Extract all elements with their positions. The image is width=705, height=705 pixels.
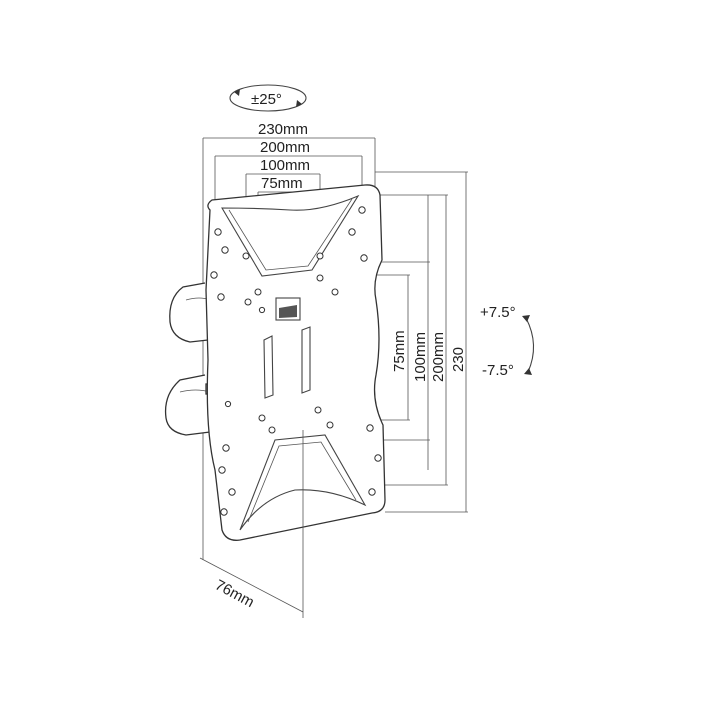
mounting-hole <box>348 228 356 236</box>
plate-slot-right <box>301 326 311 394</box>
mounting-hole <box>217 293 225 301</box>
dim-label-76mm: 76mm <box>212 577 257 612</box>
dim-label-230-vertical: 230 <box>450 347 467 372</box>
tilt-indicator: +7.5° -7.5° <box>480 304 535 379</box>
swivel-label: ±25° <box>251 91 282 108</box>
vertical-dimensions: 75mm 100mm 200mm 230 <box>332 171 468 513</box>
mounting-hole <box>331 288 339 296</box>
mounting-hole <box>220 508 228 516</box>
swivel-arrow-right-icon <box>296 100 302 107</box>
mounting-hole <box>210 271 218 279</box>
mounting-hole <box>228 488 236 496</box>
dim-label-100mm-vertical: 100mm <box>412 332 429 382</box>
tilt-arrow-up-icon <box>522 315 530 322</box>
mounting-hole <box>218 466 226 474</box>
mounting-holes <box>210 206 382 516</box>
mounting-hole <box>222 444 230 452</box>
dim-line-depth <box>199 557 304 613</box>
mounting-hole <box>224 400 232 408</box>
mounting-hole <box>258 306 266 314</box>
mounting-hole <box>326 421 334 429</box>
tilt-arc <box>525 317 535 373</box>
mounting-hole <box>314 406 322 414</box>
mounting-hole <box>214 228 222 236</box>
plate-outline <box>205 184 386 541</box>
bracket-upper-arm <box>169 282 209 343</box>
tilt-down-label: -7.5° <box>482 362 514 379</box>
swivel-ellipse <box>229 84 307 112</box>
swivel-indicator: ±25° <box>229 84 307 112</box>
plate-bottom-cutout <box>239 434 367 531</box>
dim-label-100mm: 100mm <box>260 157 310 174</box>
dim-label-200mm-vertical: 200mm <box>430 332 447 382</box>
dim-label-75mm-vertical: 75mm <box>391 330 408 372</box>
mounting-hole <box>244 298 252 306</box>
mounting-hole <box>360 254 368 262</box>
plate-top-cutout-inner <box>228 198 353 271</box>
plate-slot-left <box>263 335 274 399</box>
mounting-hole <box>316 252 324 260</box>
plate-lock-insert <box>279 305 297 318</box>
tilt-arrow-down-icon <box>524 368 532 375</box>
dim-label-230mm: 230mm <box>258 121 308 138</box>
mounting-hole <box>374 454 382 462</box>
mounting-hole <box>242 252 250 260</box>
horizontal-dimensions: 230mm 200mm 100mm 75mm <box>202 121 376 560</box>
dim-label-200mm: 200mm <box>260 139 310 156</box>
swivel-arrow-left-icon <box>234 89 240 96</box>
dim-label-75mm: 75mm <box>261 175 303 192</box>
mounting-hole <box>358 206 366 214</box>
mounting-hole <box>254 288 262 296</box>
mounting-hole <box>221 246 229 254</box>
vesa-plate <box>205 184 386 541</box>
mounting-hole <box>316 274 324 282</box>
plate-bottom-cutout-inner <box>247 441 357 523</box>
plate-top-cutout <box>221 194 360 277</box>
mounting-hole <box>258 414 266 422</box>
tilt-up-label: +7.5° <box>480 304 516 321</box>
mounting-hole <box>268 426 276 434</box>
bracket-lower-arm <box>164 374 211 436</box>
mounting-hole <box>366 424 374 432</box>
plate-lock-block <box>275 297 301 321</box>
mounting-hole <box>368 488 376 496</box>
